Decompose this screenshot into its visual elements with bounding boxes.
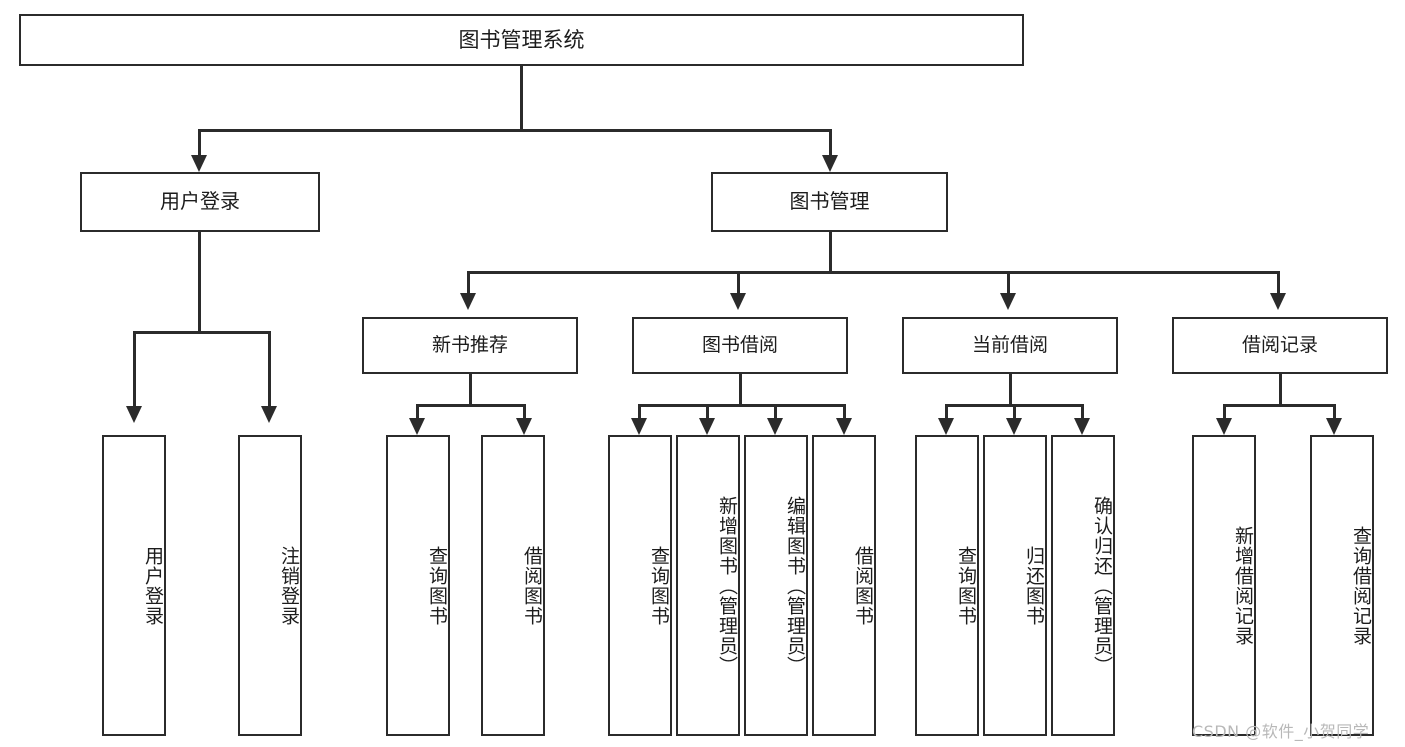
- connector-bm-drop-4: [1277, 271, 1280, 295]
- leaf-borrow-book-nbr[interactable]: 借阅图书: [481, 435, 545, 736]
- arrow-to-nbr-leaf-1: [409, 418, 425, 435]
- arrow-to-br-leaf-1: [1216, 418, 1232, 435]
- connector-cb-drop-2: [1013, 404, 1016, 420]
- node-label: 借阅记录: [1241, 334, 1318, 357]
- connector-cb-stem: [1009, 374, 1012, 407]
- node-label: 归还图书: [1023, 545, 1045, 626]
- connector-bb-drop-1: [638, 404, 641, 420]
- arrow-to-cb-leaf-3: [1074, 418, 1090, 435]
- node-root-book-management-system[interactable]: 图书管理系统: [19, 14, 1024, 66]
- node-label: 查询图书: [426, 545, 448, 626]
- leaf-query-borrow-record[interactable]: 查询借阅记录: [1310, 435, 1374, 736]
- arrow-to-cb-leaf-2: [1006, 418, 1022, 435]
- node-label: 图书借阅: [701, 334, 778, 357]
- arrow-to-logout-leaf: [261, 406, 277, 423]
- connector-br-drop-2: [1333, 404, 1336, 420]
- connector-cb-drop-3: [1081, 404, 1084, 420]
- connector-user-login-drop-2: [268, 331, 271, 408]
- node-label: 查询图书: [955, 545, 977, 626]
- arrow-to-bb-leaf-3: [767, 418, 783, 435]
- node-label: 用户登录: [160, 189, 240, 214]
- arrow-to-user-login-leaf: [126, 406, 142, 423]
- arrow-to-book-management: [822, 155, 838, 172]
- connector-bb-drop-2: [706, 404, 709, 420]
- connector-cb-drop-1: [945, 404, 948, 420]
- arrow-to-nbr-leaf-2: [516, 418, 532, 435]
- node-label: 图书管理: [789, 189, 870, 214]
- arrow-to-bb-leaf-4: [836, 418, 852, 435]
- node-label: 当前借阅: [971, 334, 1048, 357]
- leaf-return-book[interactable]: 归还图书: [983, 435, 1047, 736]
- connector-br-stem: [1279, 374, 1282, 407]
- connector-user-login-drop-1: [133, 331, 136, 408]
- arrow-to-user-login: [191, 155, 207, 172]
- node-user-login[interactable]: 用户登录: [80, 172, 320, 232]
- node-label: 用户登录: [142, 545, 164, 626]
- leaf-logout[interactable]: 注销登录: [238, 435, 302, 736]
- node-label: 新增借阅记录: [1232, 525, 1254, 646]
- connector-bm-drop-1: [467, 271, 470, 295]
- arrow-to-bb-leaf-1: [631, 418, 647, 435]
- connector-root-drop-right: [829, 129, 832, 157]
- arrow-to-br-leaf-2: [1326, 418, 1342, 435]
- node-book-borrow[interactable]: 图书借阅: [632, 317, 848, 374]
- connector-bm-drop-2: [737, 271, 740, 295]
- arrow-to-bb-leaf-2: [699, 418, 715, 435]
- node-label: 借阅图书: [521, 545, 543, 626]
- arrow-to-current-borrow: [1000, 293, 1016, 310]
- node-label: 确认归还（管理员）: [1091, 495, 1113, 676]
- connector-user-login-bus: [133, 331, 270, 334]
- node-current-borrow[interactable]: 当前借阅: [902, 317, 1118, 374]
- connector-bb-stem: [739, 374, 742, 407]
- csdn-watermark: CSDN @软件_小贺同学: [1192, 722, 1370, 741]
- node-label: 编辑图书（管理员）: [784, 495, 806, 676]
- leaf-add-book-admin[interactable]: 新增图书（管理员）: [676, 435, 740, 736]
- leaf-user-login[interactable]: 用户登录: [102, 435, 166, 736]
- connector-root-stem: [520, 66, 523, 131]
- connector-bb-drop-4: [843, 404, 846, 420]
- node-label: 查询借阅记录: [1350, 525, 1372, 646]
- arrow-to-book-borrow: [730, 293, 746, 310]
- leaf-confirm-return-admin[interactable]: 确认归还（管理员）: [1051, 435, 1115, 736]
- leaf-query-book-bb[interactable]: 查询图书: [608, 435, 672, 736]
- connector-br-bus: [1223, 404, 1336, 407]
- node-new-book-recommend[interactable]: 新书推荐: [362, 317, 578, 374]
- connector-root-drop-left: [198, 129, 201, 157]
- connector-nbr-drop-1: [416, 404, 419, 420]
- leaf-query-book-cb[interactable]: 查询图书: [915, 435, 979, 736]
- connector-nbr-bus: [416, 404, 526, 407]
- connector-bb-drop-3: [774, 404, 777, 420]
- connector-user-login-stem: [198, 232, 201, 333]
- node-borrow-record[interactable]: 借阅记录: [1172, 317, 1388, 374]
- connector-nbr-drop-2: [523, 404, 526, 420]
- arrow-to-new-book-recommend: [460, 293, 476, 310]
- node-label: 注销登录: [278, 545, 300, 626]
- node-label: 查询图书: [648, 545, 670, 626]
- arrow-to-cb-leaf-1: [938, 418, 954, 435]
- connector-br-drop-1: [1223, 404, 1226, 420]
- node-label: 新书推荐: [431, 334, 508, 357]
- connector-nbr-stem: [469, 374, 472, 407]
- arrow-to-borrow-record: [1270, 293, 1286, 310]
- node-book-management[interactable]: 图书管理: [711, 172, 948, 232]
- connector-book-management-stem: [829, 232, 832, 273]
- node-label: 新增图书（管理员）: [716, 495, 738, 676]
- connector-book-management-bus: [467, 271, 1280, 274]
- connector-bb-bus: [638, 404, 846, 407]
- connector-bm-drop-3: [1007, 271, 1010, 295]
- node-label: 图书管理系统: [458, 27, 585, 52]
- leaf-query-book-nbr[interactable]: 查询图书: [386, 435, 450, 736]
- leaf-borrow-book-bb[interactable]: 借阅图书: [812, 435, 876, 736]
- connector-root-bus: [198, 129, 832, 132]
- leaf-add-borrow-record[interactable]: 新增借阅记录: [1192, 435, 1256, 736]
- node-label: 借阅图书: [852, 545, 874, 626]
- leaf-edit-book-admin[interactable]: 编辑图书（管理员）: [744, 435, 808, 736]
